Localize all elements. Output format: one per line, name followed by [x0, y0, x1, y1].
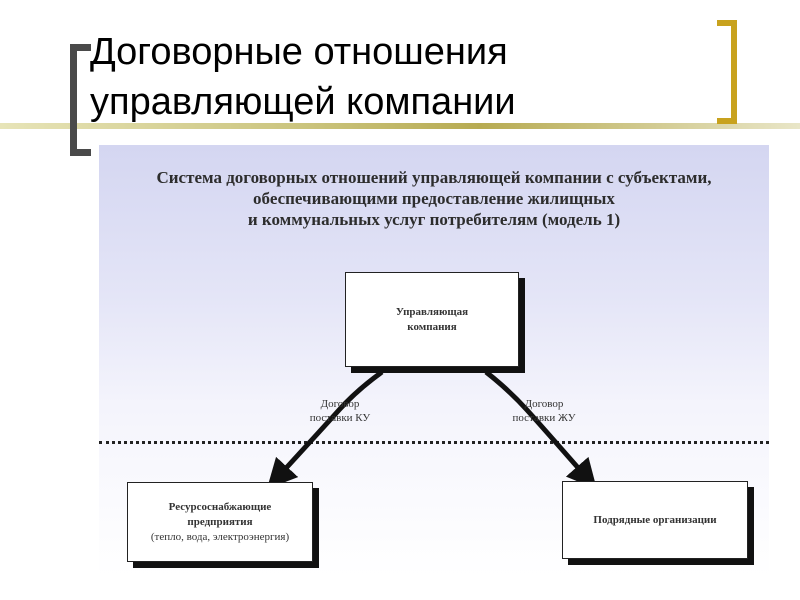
dotted-divider	[99, 441, 769, 444]
right-bracket-decoration	[717, 20, 737, 124]
edge-label-left-line2: поставки КУ	[309, 412, 371, 424]
edge-label-utility-contract: Договор поставки КУ	[295, 397, 385, 425]
slide-title: Договорные отношения управляющей компани…	[90, 27, 690, 127]
contractors-label: Подрядные организации	[593, 513, 717, 526]
title-underline	[0, 123, 800, 129]
arrow-to-contractors	[484, 370, 597, 490]
diagram-panel: Система договорных отношений управляющей…	[99, 145, 769, 577]
rso-line1: Ресурсоснабжающие	[168, 500, 272, 513]
edge-label-left-line1: Договор	[320, 398, 360, 410]
slide-title-line2: управляющей компании	[90, 81, 516, 123]
diagram-heading: Система договорных отношений управляющей…	[99, 167, 769, 230]
resource-supply-box: Ресурсоснабжающие предприятия (тепло, во…	[127, 482, 313, 562]
left-bracket-decoration	[70, 44, 91, 156]
rso-line2: предприятия	[187, 515, 253, 528]
edge-label-right-line1: Договор	[524, 398, 564, 410]
diagram-heading-line3: и коммунальных услуг потребителям (модел…	[247, 210, 621, 229]
rso-line3: (тепло, вода, электроэнергия)	[150, 530, 290, 543]
management-company-line2: компания	[407, 320, 457, 333]
edge-label-housing-contract: Договор поставки ЖУ	[499, 397, 589, 425]
management-company-line1: Управляющая	[395, 305, 469, 318]
contractors-box: Подрядные организации	[562, 481, 748, 559]
arrow-to-rso	[266, 369, 384, 490]
connector-arrows	[266, 369, 597, 490]
diagram-heading-line2: обеспечивающими предоставление жилищных	[253, 189, 615, 208]
slide-title-line1: Договорные отношения	[90, 31, 508, 73]
management-company-box: Управляющая компания	[345, 272, 519, 367]
diagram-heading-line1: Система договорных отношений управляющей…	[156, 168, 712, 187]
edge-label-right-line2: поставки ЖУ	[512, 412, 576, 424]
